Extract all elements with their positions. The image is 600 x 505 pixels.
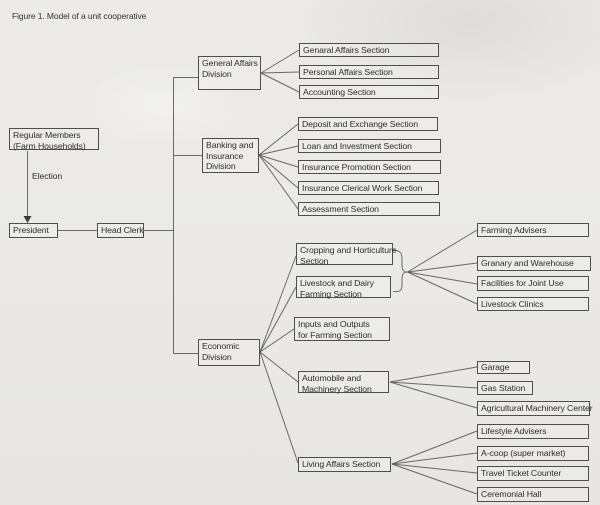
node-label: Division <box>202 351 232 362</box>
fan-economic-living <box>259 351 299 464</box>
node-economic-division: Economic Division <box>198 339 260 366</box>
node-label: Section <box>300 255 329 266</box>
node-livestock-dairy-section: Livestock and Dairy Farming Section <box>296 276 391 299</box>
node-living-affairs-section: Living Affairs Section <box>298 457 391 472</box>
fan-farming-1 <box>407 229 478 273</box>
brace-farming-sections <box>392 249 408 293</box>
node-label: Division <box>202 68 232 79</box>
fan-living-2 <box>391 452 478 465</box>
node-insurance-promotion-section: Insurance Promotion Section <box>298 160 441 174</box>
node-assessment-section: Assessment Section <box>298 202 440 216</box>
election-label: Election <box>32 171 63 181</box>
node-genaral-affairs-section: Genaral Affairs Section <box>299 43 439 57</box>
node-gas-station: Gas Station <box>477 381 533 395</box>
node-label: Banking and <box>206 140 254 150</box>
node-farming-advisers: Farming Advisers <box>477 223 589 237</box>
node-regular-members: Regular Members (Farm Households) <box>9 128 99 151</box>
fan-general-1 <box>260 49 300 74</box>
node-general-affairs-division: General Affairs Division <box>198 56 261 90</box>
fan-economic-cropping <box>259 255 297 353</box>
fan-banking-3 <box>258 154 299 168</box>
fan-living-1 <box>391 430 478 465</box>
node-travel-ticket-counter: Travel Ticket Counter <box>477 466 589 481</box>
fan-banking-1 <box>258 123 299 156</box>
fan-banking-5 <box>258 154 299 210</box>
node-cropping-horticulture-section: Cropping and Horticulture Section <box>296 243 397 266</box>
node-label: for Farming Section <box>298 329 372 340</box>
node-label: Machinery Section <box>302 383 372 394</box>
node-facilities-joint-use: Facilities for Joint Use <box>477 276 589 291</box>
node-label: Inputs and Outputs <box>298 319 370 329</box>
fan-living-4 <box>391 463 478 495</box>
fan-banking-2 <box>258 145 299 156</box>
node-garage: Garage <box>477 361 530 374</box>
fan-general-3 <box>260 72 300 93</box>
node-livestock-clinics: Livestock Clinics <box>477 297 589 311</box>
fan-general-2 <box>260 71 300 74</box>
fan-farming-2 <box>407 262 478 273</box>
node-label: (Farm Households) <box>13 140 86 151</box>
node-label: Regular Members <box>13 130 81 140</box>
node-label: Automobile and <box>302 373 361 383</box>
node-label: Livestock and Dairy <box>300 278 374 288</box>
fan-farming-3 <box>407 271 478 285</box>
node-deposit-exchange-section: Deposit and Exchange Section <box>298 117 438 131</box>
fan-automobile-2 <box>389 381 478 389</box>
node-banking-insurance-division: Banking and Insurance Division <box>202 138 259 173</box>
fan-economic-livestock <box>259 286 297 353</box>
fan-automobile-1 <box>389 366 478 383</box>
node-loan-investment-section: Loan and Investment Section <box>298 139 441 153</box>
node-agricultural-machinery-center: Agricultural Machinery Center <box>477 401 593 416</box>
node-a-coop: A-coop (super market) <box>477 446 589 461</box>
node-accounting-section: Accounting Section <box>299 85 439 99</box>
node-granary-warehouse: Granary and Warehouse <box>477 256 591 271</box>
fan-automobile-3 <box>389 381 478 409</box>
node-label: Farming Section <box>300 288 362 299</box>
fan-economic-automobile <box>259 351 299 383</box>
node-label: Insurance <box>206 150 244 161</box>
node-inputs-outputs-section: Inputs and Outputs for Farming Section <box>294 317 390 341</box>
figure-title: Figure 1. Model of a unit cooperative <box>12 11 147 21</box>
fan-banking-4 <box>258 154 299 189</box>
node-label: Division <box>206 161 236 171</box>
fan-living-3 <box>391 463 478 474</box>
node-label: Cropping and Horticulture <box>300 245 397 255</box>
election-arrowhead <box>23 216 32 223</box>
node-head-clerk: Head Clerk <box>97 223 144 238</box>
node-ceremonial-hall: Ceremonial Hall <box>477 487 589 502</box>
fan-economic-inputs <box>259 328 295 353</box>
node-lifestyle-advisers: Lifestyle Advisers <box>477 424 589 439</box>
node-automobile-machinery-section: Automobile and Machinery Section <box>298 371 389 394</box>
node-president: President <box>9 223 58 238</box>
node-personal-affairs-section: Personal Affairs Section <box>299 65 439 79</box>
fan-farming-4 <box>407 271 478 305</box>
node-label: General Affairs <box>202 58 258 68</box>
node-insurance-clerical-work-section: Insurance Clerical Work Section <box>298 181 439 195</box>
node-label: Economic <box>202 341 240 351</box>
